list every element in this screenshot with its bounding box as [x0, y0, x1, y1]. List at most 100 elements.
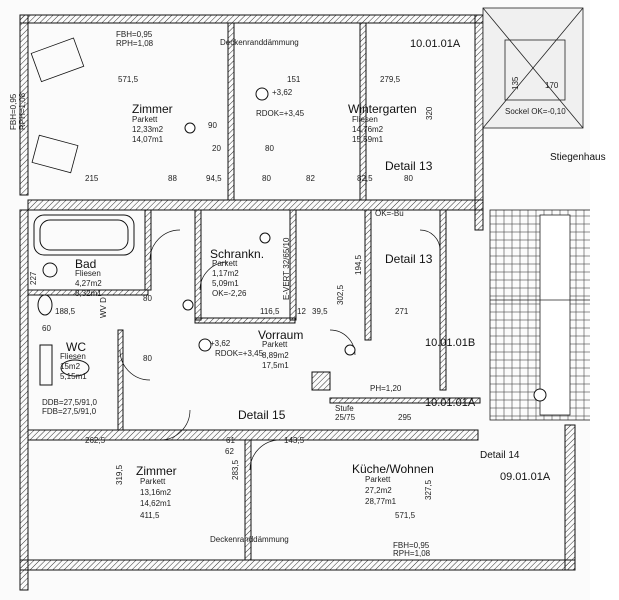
note-fdb: FDB=27,5/91,0: [42, 407, 97, 416]
sink: [37, 262, 58, 316]
dim-bot-zimmer: 411,5: [140, 511, 160, 520]
room-floor-vorraum: Parkett: [262, 340, 288, 349]
note-sockel: Sockel OK=-0,10: [505, 107, 566, 116]
room-name-stiegenhaus: Stiegenhaus: [550, 152, 606, 163]
room-area-zimmer-top: 12,33m2: [132, 125, 164, 134]
detail-label-13a: Detail 13: [385, 159, 433, 173]
unit-code-4: 09.01.01A: [500, 471, 551, 483]
room-perim-vorraum: 17,5m1: [262, 361, 289, 370]
room-floor-bad: Fliesen: [75, 269, 101, 278]
dim-side-1: 319,5: [115, 464, 124, 485]
note-ph: PH=1,20: [370, 384, 402, 393]
dim-top-2: 151: [287, 75, 301, 84]
room-area-zimmer-bottom: 13,16m2: [140, 488, 172, 497]
note-deckenranddaemmung-bottom: Deckenranddämmung: [210, 535, 289, 544]
exterior-walls: [19, 14, 576, 591]
room-name-bad: Bad: [75, 257, 97, 271]
dim-bot-8: 62: [225, 447, 234, 456]
unit-code-1: 10.01.01A: [410, 38, 461, 50]
note-rdok-2: RDOK=+3,45: [215, 349, 264, 358]
room-perim-wc: 5,15m1: [60, 372, 87, 381]
room-perim-zimmer-top: 14,07m1: [132, 135, 164, 144]
note-evert: E-VERT 32/65/10: [282, 237, 291, 300]
dim-row1-2: 88: [168, 174, 177, 183]
note-stufe: Stufe: [335, 404, 354, 413]
room-name-vorraum: Vorraum: [258, 328, 304, 342]
interior-walls: [27, 22, 481, 561]
dim-side-4: 227: [29, 271, 38, 285]
note-fbh-bottom: FBH=0,95: [393, 541, 430, 550]
detail-label-15: Detail 15: [238, 408, 286, 422]
detail-label-14: Detail 14: [480, 450, 520, 461]
toilet: [39, 344, 90, 386]
note-fbh-left: FBH=0,95: [9, 93, 18, 130]
room-perim-zimmer-bottom: 14,62m1: [140, 499, 172, 508]
dim-side-5: 188,5: [55, 307, 76, 316]
room-floor-wintergarten: Fliesen: [352, 115, 378, 124]
room-area-wc: 15m2: [60, 362, 81, 371]
dim-bot-4: 295: [398, 413, 412, 422]
stair-area: [482, 0, 619, 600]
dim-bot-1: 262,5: [85, 436, 106, 445]
dim-side-3: 327,5: [424, 479, 433, 500]
room-perim-kueche: 28,77m1: [365, 497, 397, 506]
entry-step: [311, 371, 331, 391]
dim-bot-7: 80: [143, 354, 152, 363]
note-stufe-dim: 25/75: [335, 413, 356, 422]
dim-bot-3: 143,5: [284, 436, 305, 445]
dim-top-1: 571,5: [118, 75, 139, 84]
room-name-wintergarten: Wintergarten: [348, 102, 417, 116]
note-wv: WV D: [99, 297, 108, 318]
dim-row1-7: 80: [404, 174, 413, 183]
room-area-kueche: 27,2m2: [365, 486, 392, 495]
room-perim-schrankn: 5,09m1: [212, 279, 239, 288]
note-rdok-1: RDOK=+3,45: [256, 109, 305, 118]
note-deckenranddaemmung-top: Deckenranddämmung: [220, 38, 299, 47]
room-perim-wintergarten: 15,59m1: [352, 135, 384, 144]
dim-v-2: 302,5: [336, 284, 345, 305]
dim-sch-2: 12: [297, 307, 306, 316]
note-rph-top: RPH=1,08: [116, 39, 154, 48]
dim-mid-2: 20: [212, 144, 221, 153]
dim-top-4: 320: [425, 106, 434, 120]
dim-row1-1: 215: [85, 174, 99, 183]
note-dim-135: 135: [511, 76, 520, 90]
dim-row1-4: 80: [262, 174, 271, 183]
dim-row1-3: 94,5: [206, 174, 222, 183]
room-area-wintergarten: 14,76m2: [352, 125, 384, 134]
note-ok-bu: OK=-Bu: [375, 209, 404, 218]
dim-sch-3: 39,5: [312, 307, 328, 316]
note-rph-bottom: RPH=1,08: [393, 549, 431, 558]
dim-row1-6: 82,5: [357, 174, 373, 183]
room-ok-schrankn: OK=-2,26: [212, 289, 247, 298]
note-ddb: DDB=27,5/91,0: [42, 398, 97, 407]
room-floor-schrankn: Parkett: [212, 259, 238, 268]
dim-top-3: 279,5: [380, 75, 401, 84]
dim-bot-6: 80: [143, 294, 152, 303]
dim-mid-1: 90: [208, 121, 217, 130]
room-floor-kueche: Parkett: [365, 475, 391, 484]
dim-bot-2: 61: [226, 436, 235, 445]
dim-bot-kueche: 571,5: [395, 511, 416, 520]
room-name-wc: WC: [66, 340, 86, 354]
room-name-kueche: Küche/Wohnen: [352, 462, 434, 476]
dim-bot-5: 60: [42, 324, 51, 333]
room-name-zimmer-top: Zimmer: [132, 102, 173, 116]
room-floor-wc: Fliesen: [60, 352, 86, 361]
room-name-zimmer-bottom: Zimmer: [136, 464, 177, 478]
bathtub: [33, 214, 135, 256]
note-rph-left: RPH=1,08: [18, 92, 27, 130]
note-fbh-top: FBH=0,95: [116, 30, 153, 39]
dim-mid-3: 80: [265, 144, 274, 153]
detail-label-13b: Detail 13: [385, 252, 433, 266]
note-level-1: +3,62: [272, 88, 293, 97]
unit-code-2: 10.01.01B: [425, 337, 476, 349]
unit-code-3: 10.01.01A: [425, 397, 476, 409]
note-dim-170: 170: [545, 81, 559, 90]
room-area-schrankn: 1,17m2: [212, 269, 239, 278]
room-perim-bad: 8,32m1: [75, 289, 102, 298]
dim-sch-1: 116,5: [260, 307, 280, 316]
room-floor-zimmer-top: Parkett: [132, 115, 158, 124]
dim-sch-4: 271: [395, 307, 409, 316]
